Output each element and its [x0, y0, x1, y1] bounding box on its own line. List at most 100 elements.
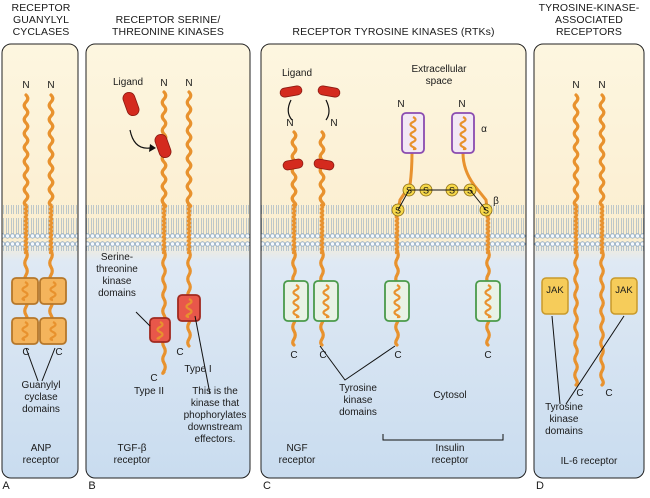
panel-c-alpha: α — [481, 124, 487, 135]
panel-c-disulfide-bond-right — [469, 189, 487, 211]
panel-d-callout-2 — [565, 315, 625, 405]
panel-c-alpha-2-fold — [459, 116, 467, 151]
panel-c-ngf-chain-1-transmembrane — [291, 203, 297, 255]
panel-d-box — [533, 43, 645, 479]
panel-c-ligand-label: Ligand — [281, 68, 313, 79]
panel-b-header: RECEPTOR SERINE/THREONINE KINASES — [112, 14, 224, 38]
panel-b-kinase-type1-fold — [185, 298, 193, 319]
panel-c-c-terminus-4: C — [484, 350, 492, 361]
panel-c-n-terminus-3: N — [397, 99, 405, 110]
panel-d-chain-2-transmembrane — [599, 203, 605, 255]
panel-c-alpha-link-2 — [461, 152, 490, 216]
panel-a-n-terminus-1: N — [22, 80, 30, 91]
panel-c-ligand-bound-1 — [282, 158, 304, 171]
panel-d-jak-2: JAK — [615, 285, 633, 296]
panel-c-c-terminus-2: C — [319, 350, 327, 361]
panel-c-ligand-free-1 — [279, 85, 303, 98]
panel-b-ligand-label: Ligand — [112, 77, 144, 88]
panel-a-chain-1-transmembrane — [23, 203, 29, 255]
panel-b-ligand-bound — [154, 133, 172, 159]
panel-a-box — [1, 43, 79, 479]
panel-d-n-terminus-2: N — [598, 80, 606, 91]
panel-c-header: RECEPTOR TYROSINE KINASES (RTKs) — [292, 26, 495, 38]
panel-b-box — [85, 43, 251, 479]
panel-d-callout-1 — [551, 315, 561, 405]
panel-c-beta: β — [493, 196, 499, 207]
panel-b-type1: Type I — [184, 364, 212, 375]
panel-b-kinase-callout — [135, 311, 151, 327]
panel-c-ligand-arrow-2 — [325, 99, 330, 121]
panel-d-chain-1-transmembrane — [573, 203, 579, 255]
panel-a-chain-2-transmembrane — [48, 203, 54, 255]
panel-b-letter: B — [88, 480, 96, 492]
panel-c-n-terminus-2: N — [330, 118, 338, 129]
panel-b-type2: Type II — [133, 386, 164, 397]
panel-d-letter: D — [536, 480, 544, 492]
panel-a-letter: A — [2, 480, 10, 492]
panel-c-insulin-tk-2-fold — [484, 284, 492, 319]
panel-a-callout-2 — [41, 347, 56, 382]
panel-d-chain-2-extracellular — [598, 93, 606, 207]
panel-c-ngf-chain-2-extracellular — [318, 130, 326, 207]
panel-a-gc-domain-2-fold — [21, 321, 29, 342]
panel-c-ligand-bound-2 — [313, 158, 335, 171]
panel-c-tk-callout — [319, 345, 396, 381]
panel-c-n-terminus-4: N — [458, 99, 466, 110]
panel-a-gc-domain-4-fold — [49, 321, 57, 342]
panel-c-insulin-bracket — [382, 434, 504, 441]
panel-c-ngf-tk-1-fold — [292, 284, 300, 319]
panel-a-gc-domain-1-fold — [21, 281, 29, 302]
panel-c-c-terminus-1: C — [290, 350, 298, 361]
panel-d-jak-box-1 — [541, 277, 569, 315]
panel-c-disulfide-label-5: S — [483, 206, 489, 216]
panel-a-callout-1 — [25, 347, 39, 382]
panel-a-n-terminus-2: N — [47, 80, 55, 91]
panel-c-alpha-1-fold — [409, 116, 417, 151]
panel-b-kinase-type2 — [149, 317, 171, 343]
panel-d-receptor-label: IL-6 receptor — [560, 456, 618, 467]
panel-c-ngf-tk-2-fold — [322, 284, 330, 319]
panel-c-n-terminus-1: N — [286, 118, 294, 129]
panel-c-ngf-chain-2-transmembrane — [319, 203, 325, 255]
panel-b-chain-type2-cytoplasmic — [161, 249, 167, 375]
callout-lines — [25, 99, 625, 441]
panel-d-c-terminus-1: C — [576, 388, 584, 399]
panel-b-chain-type1-extracellular — [185, 90, 193, 208]
panel-b-ligand-free — [122, 91, 140, 117]
panel-a-chain-2-extracellular — [47, 93, 55, 207]
panel-b-n-terminus-2: N — [185, 78, 193, 89]
panel-b-note-callout — [194, 315, 211, 395]
panel-c-disulfide-label-4: S — [395, 206, 401, 216]
panel-b-ligand-arrowhead — [149, 144, 156, 152]
panel-c-letter: C — [263, 480, 271, 492]
panel-d-chain-1-extracellular — [572, 93, 580, 207]
panel-c-insulin-tk-1-fold — [393, 284, 401, 319]
panel-b-c-terminus-1: C — [176, 347, 184, 358]
panel-d-chain-1-cytoplasmic — [573, 249, 579, 387]
panel-a-c-terminus-2: C — [55, 347, 63, 358]
panel-d-jak-box-2 — [610, 277, 638, 315]
panel-d-c-terminus-2: C — [605, 388, 613, 399]
panel-a-chain-1-extracellular — [22, 93, 30, 207]
panel-d-jak-1: JAK — [546, 285, 564, 296]
panel-b-chain-type1-transmembrane — [186, 203, 192, 255]
panel-d-n-terminus-1: N — [572, 80, 580, 91]
receptor-domains: SSSSSS — [11, 85, 638, 345]
panel-c-cytosol-label: Cytosol — [433, 390, 467, 401]
panel-c-ngf-chain-1-extracellular — [290, 130, 298, 207]
panel-b-c-terminus-2: C — [150, 373, 158, 384]
